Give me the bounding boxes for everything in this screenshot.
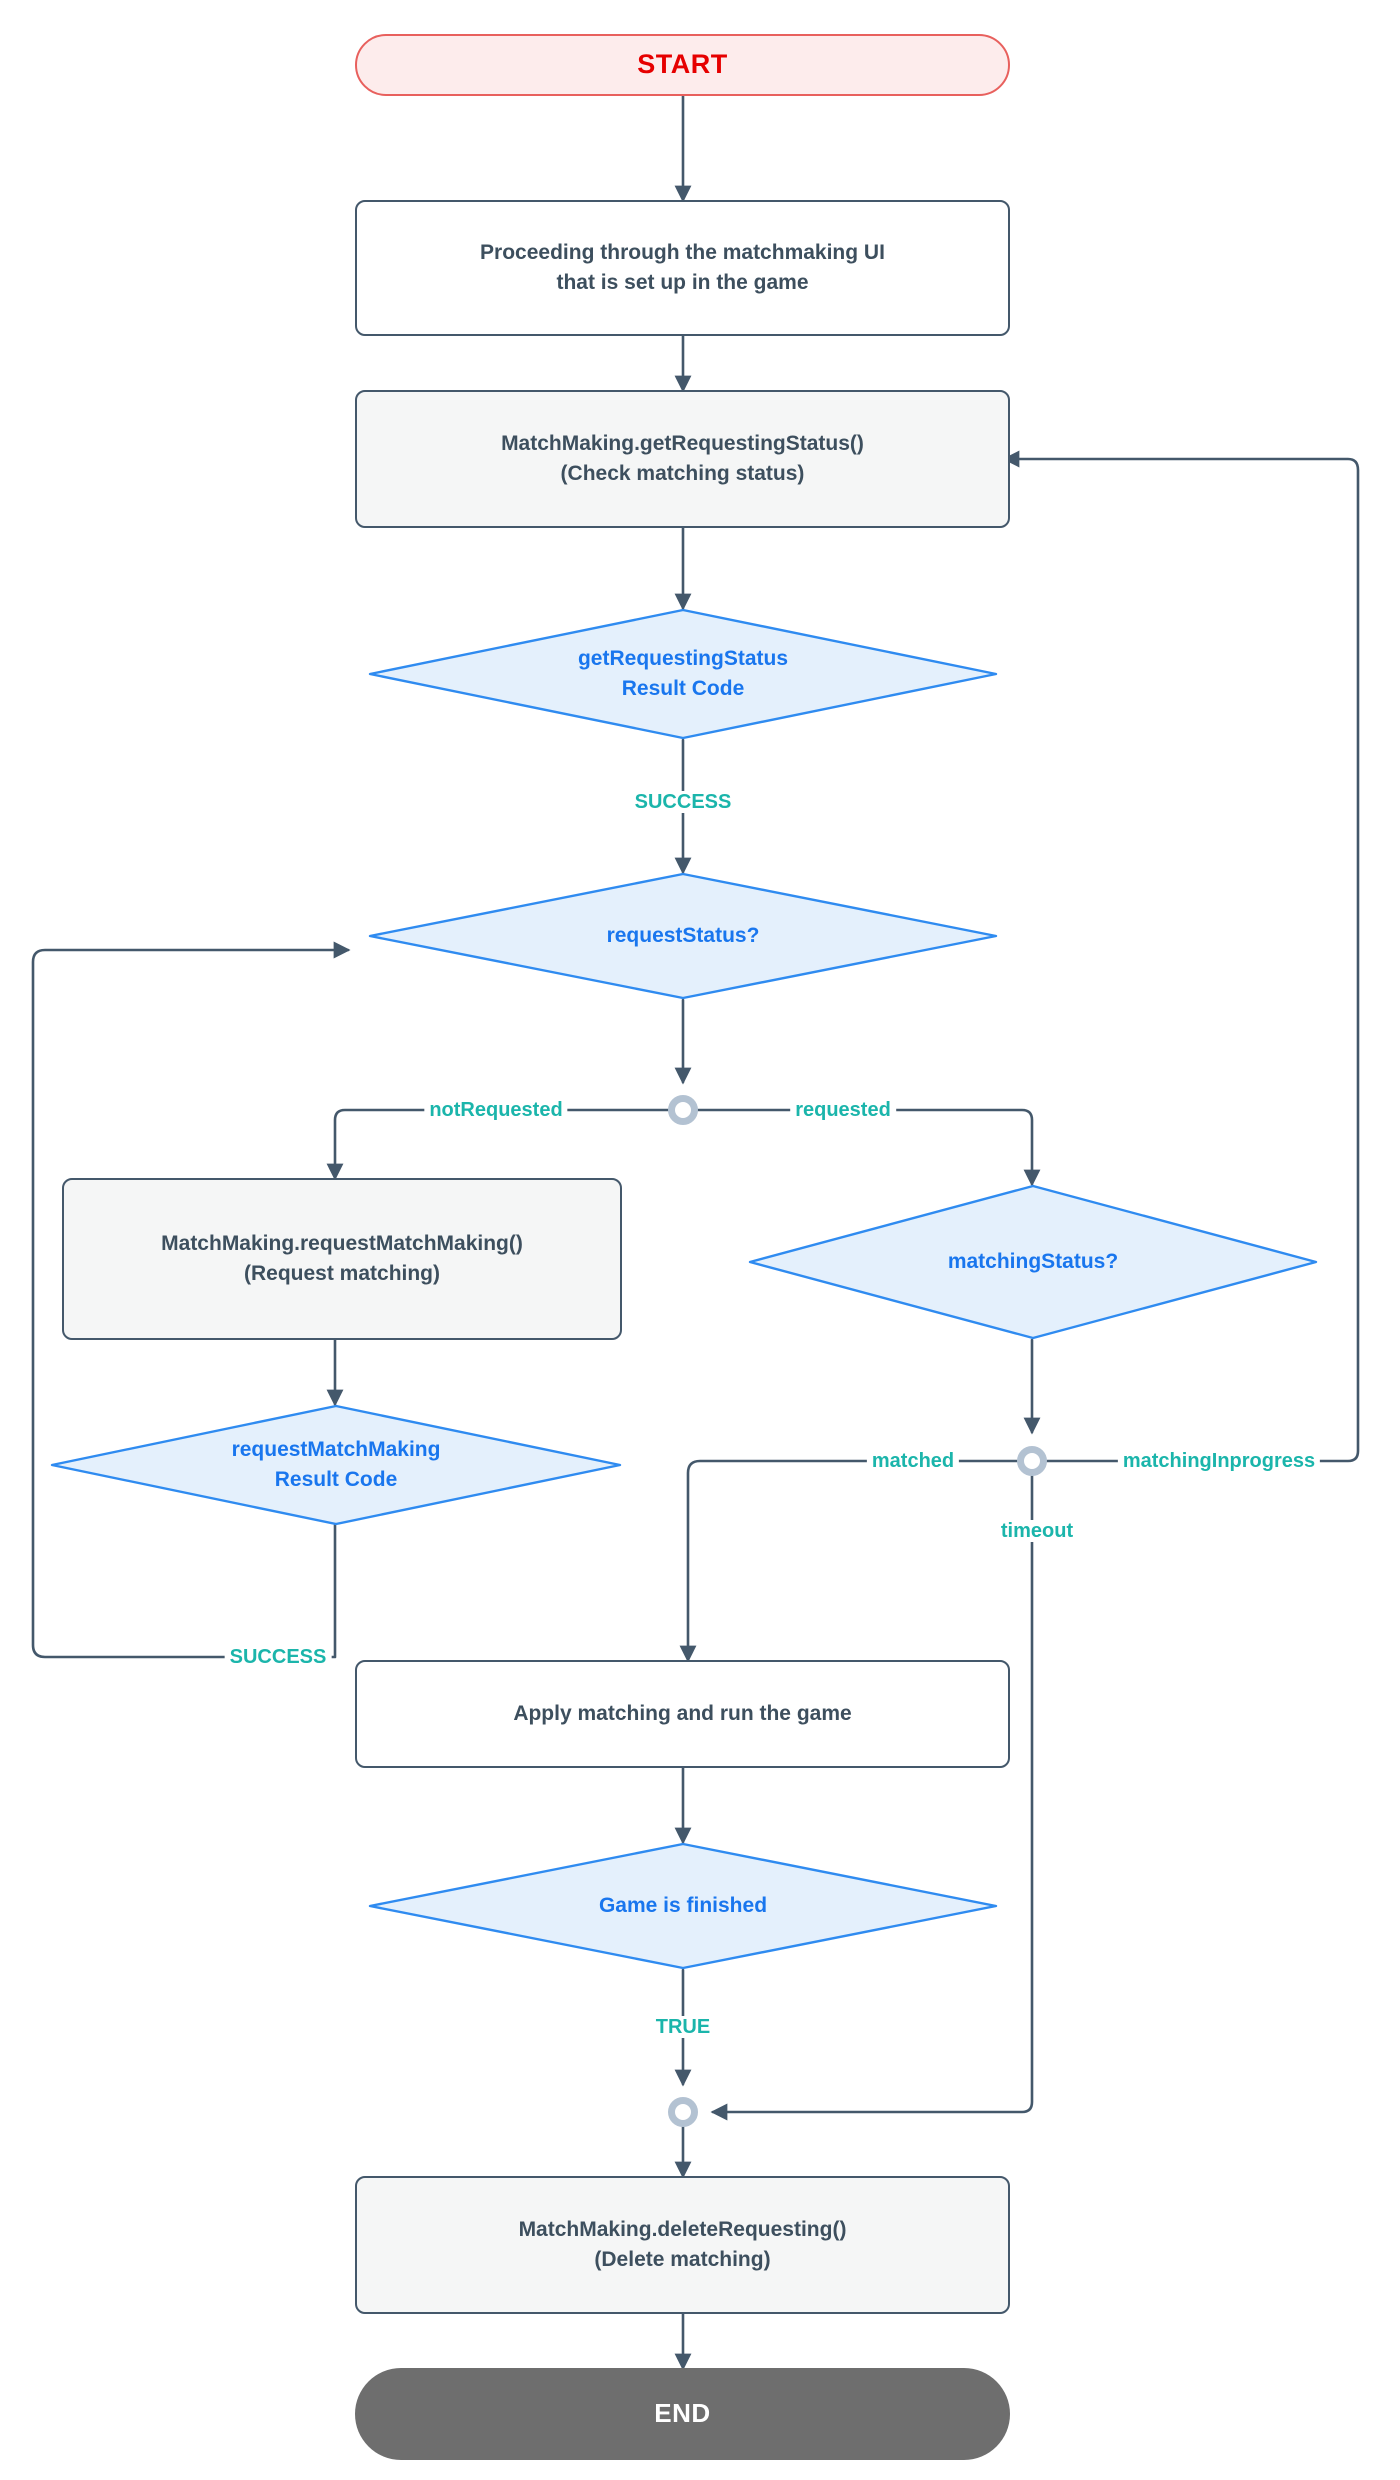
- node-apply-matching[interactable]: Apply matching and run the game: [355, 1660, 1010, 1768]
- edge-label-success-request-matchmaking: SUCCESS: [224, 1646, 332, 1668]
- node-get-requesting-status-line2: (Check matching status): [560, 462, 805, 485]
- node-get-requesting-status-result-label: getRequestingStatus Result Code: [578, 644, 788, 705]
- node-request-matchmaking-line2: (Request matching): [243, 1262, 440, 1285]
- node-matchmaking-ui-line1: Proceeding through the matchmaking UI: [480, 240, 885, 264]
- edge-label-timeout: timeout: [995, 1520, 1079, 1542]
- matching-status-branch-junction: [1017, 1446, 1047, 1476]
- node-delete-requesting-line2: (Delete matching): [594, 2248, 771, 2271]
- edge-label-requested: requested: [790, 1099, 896, 1121]
- node-get-requesting-status-result-line2: Result Code: [621, 677, 745, 700]
- node-get-requesting-status-line1: MatchMaking.getRequestingStatus(): [501, 431, 864, 455]
- node-start-label: START: [637, 49, 728, 80]
- node-matchmaking-ui[interactable]: Proceeding through the matchmaking UI th…: [355, 200, 1010, 336]
- node-request-matchmaking-result-line2: Result Code: [274, 1468, 398, 1491]
- node-request-status-line1: requestStatus?: [606, 923, 760, 947]
- node-request-matchmaking[interactable]: MatchMaking.requestMatchMaking() (Reques…: [62, 1178, 622, 1340]
- node-end-label: END: [654, 2398, 711, 2429]
- edge-label-matched: matched: [866, 1450, 960, 1472]
- edge-label-matching-inprogress: matchingInprogress: [1117, 1450, 1321, 1472]
- node-get-requesting-status[interactable]: MatchMaking.getRequestingStatus() (Check…: [355, 390, 1010, 528]
- node-get-requesting-status-result-line1: getRequestingStatus: [577, 646, 789, 670]
- node-delete-requesting[interactable]: MatchMaking.deleteRequesting() (Delete m…: [355, 2176, 1010, 2314]
- node-matching-status-line1: matchingStatus?: [947, 1249, 1119, 1273]
- node-request-status-label: requestStatus?: [607, 921, 760, 951]
- node-request-matchmaking-result-label: requestMatchMaking Result Code: [232, 1435, 441, 1496]
- edge-label-true: TRUE: [650, 2016, 716, 2038]
- request-status-branch-junction: [668, 1095, 698, 1125]
- node-matching-status-label: matchingStatus?: [948, 1247, 1118, 1277]
- node-game-finished-line1: Game is finished: [598, 1893, 768, 1917]
- node-end[interactable]: END: [355, 2368, 1010, 2460]
- edge-label-not-requested: notRequested: [424, 1099, 568, 1121]
- edge-label-success-get-status: SUCCESS: [629, 791, 737, 813]
- node-start[interactable]: START: [355, 34, 1010, 96]
- node-delete-requesting-line1: MatchMaking.deleteRequesting(): [518, 2217, 847, 2241]
- pre-delete-merge-junction: [668, 2097, 698, 2127]
- node-request-matchmaking-line1: MatchMaking.requestMatchMaking(): [161, 1231, 523, 1255]
- node-apply-matching-line1: Apply matching and run the game: [513, 1701, 852, 1725]
- node-game-finished-label: Game is finished: [599, 1891, 767, 1921]
- node-matchmaking-ui-line2: that is set up in the game: [556, 271, 809, 294]
- node-request-matchmaking-result-line1: requestMatchMaking: [231, 1437, 441, 1461]
